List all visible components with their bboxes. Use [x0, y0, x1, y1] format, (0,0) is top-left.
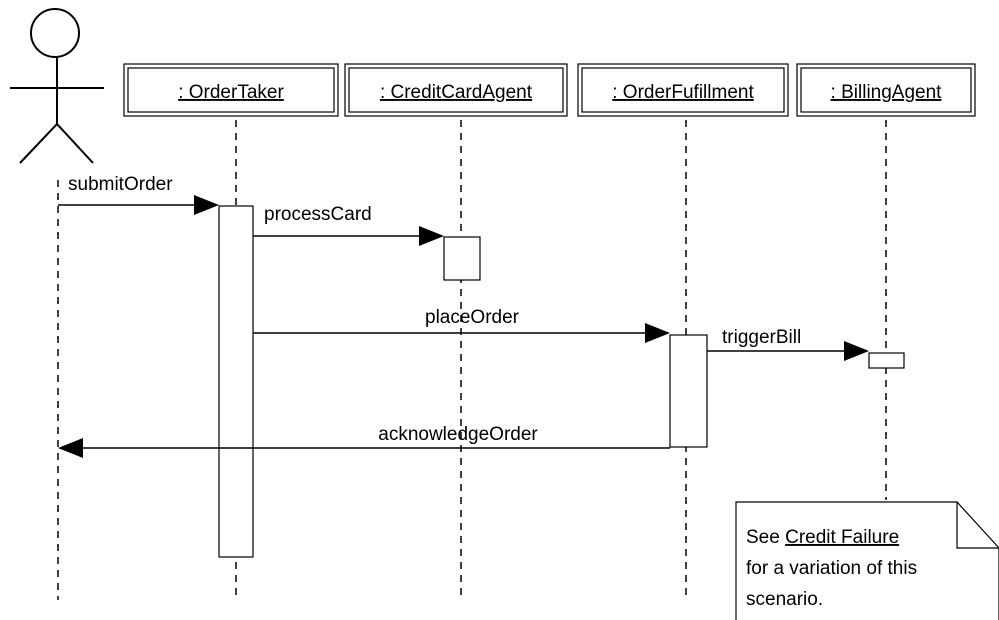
note: See Credit Failure for a variation of th…	[735, 501, 999, 620]
participant-label-order-taker: : OrderTaker	[178, 82, 284, 103]
message-label-place-order: placeOrder	[425, 307, 520, 328]
message-submit-order: submitOrder	[58, 174, 219, 215]
participant-order-fulfillment[interactable]: : OrderFufillment	[577, 63, 789, 117]
note-line-3: scenario.	[746, 589, 823, 610]
participant-label-credit-card-agent: : CreditCardAgent	[380, 82, 533, 103]
participant-billing-agent[interactable]: : BillingAgent	[796, 63, 976, 117]
message-label-acknowledge-order: acknowledgeOrder	[378, 424, 538, 445]
message-label-submit-order: submitOrder	[68, 174, 173, 195]
note-line-1: See Credit Failure	[746, 527, 899, 548]
note-line-2: for a variation of this	[746, 558, 917, 579]
actor-figure	[10, 8, 104, 164]
message-trigger-bill: triggerBill	[707, 327, 869, 361]
participant-credit-card-agent[interactable]: : CreditCardAgent	[344, 63, 568, 117]
participant-label-billing-agent: : BillingAgent	[831, 82, 943, 103]
participant-label-order-fulfillment: : OrderFufillment	[612, 82, 754, 103]
message-label-process-card: processCard	[264, 204, 372, 225]
message-place-order: placeOrder	[253, 307, 670, 343]
message-acknowledge-order: acknowledgeOrder	[58, 424, 670, 458]
message-process-card: processCard	[253, 204, 444, 246]
participant-order-taker[interactable]: : OrderTaker	[123, 63, 339, 117]
note-line-1-prefix: See	[746, 527, 785, 548]
activation-order-fulfillment	[669, 334, 708, 448]
activation-billing-agent	[868, 352, 905, 369]
activation-order-taker	[218, 205, 254, 558]
message-label-trigger-bill: triggerBill	[722, 327, 801, 348]
activation-credit-card-agent	[443, 236, 481, 281]
credit-failure-link[interactable]: Credit Failure	[785, 527, 899, 548]
